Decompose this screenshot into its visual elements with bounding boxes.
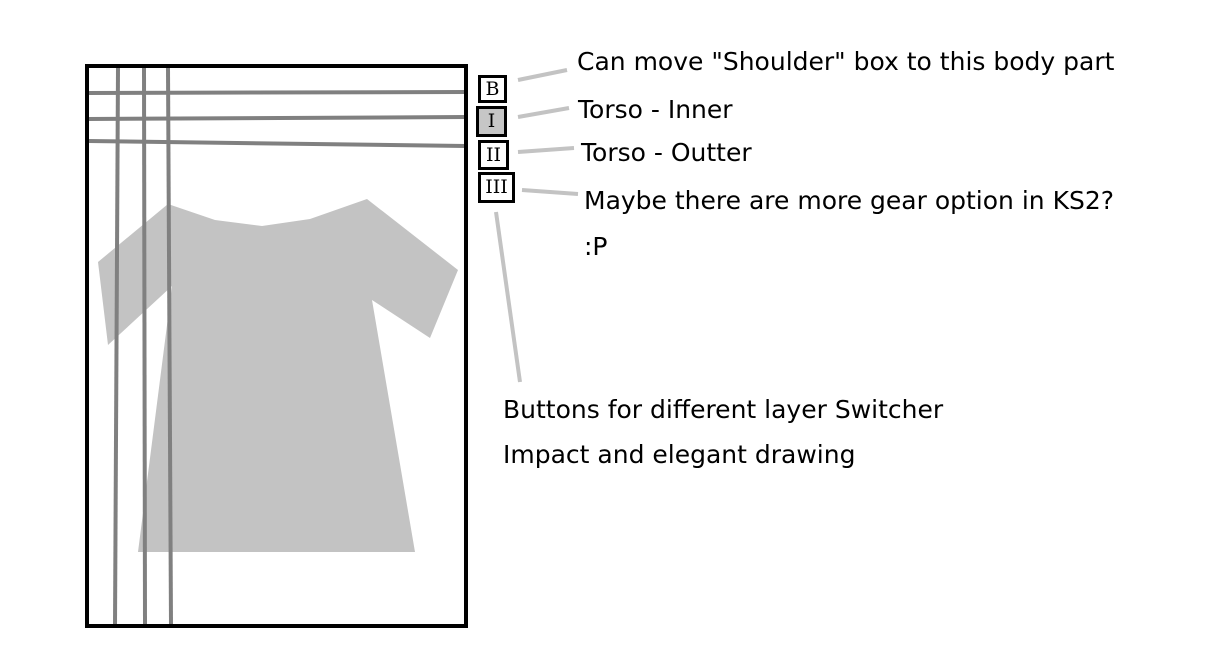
guide-line-vertical-1 (113, 67, 120, 626)
note-more-gear-line2: :P (584, 232, 608, 261)
guide-line-vertical-3 (166, 67, 173, 626)
guide-line-horizontal-2 (87, 115, 467, 121)
layer-button-b[interactable]: B (478, 75, 507, 103)
layer-button-i[interactable]: I (476, 106, 507, 137)
layer-button-ii-label: II (485, 143, 501, 166)
tshirt-icon (98, 199, 458, 552)
note-more-gear-line1: Maybe there are more gear option in KS2? (584, 186, 1115, 215)
layer-button-ii[interactable]: II (478, 140, 509, 170)
note-buttons-line1: Buttons for different layer Switcher (503, 395, 944, 424)
note-buttons-line2: Impact and elegant drawing (503, 440, 856, 469)
note-torso-inner: Torso - Inner (578, 95, 733, 124)
body-frame (85, 64, 468, 628)
leader-line-more-gear (521, 188, 579, 196)
guide-line-horizontal-3 (87, 139, 467, 148)
leader-line-shoulder (517, 68, 568, 82)
leader-line-torso-inner (517, 106, 570, 119)
layer-button-b-label: B (485, 77, 500, 100)
layer-button-iii[interactable]: III (478, 172, 515, 203)
layer-button-iii-label: III (485, 176, 508, 198)
note-torso-outer: Torso - Outter (581, 138, 752, 167)
note-shoulder: Can move "Shoulder" box to this body par… (577, 47, 1115, 76)
layer-button-i-label: I (487, 110, 496, 132)
guide-line-vertical-2 (142, 67, 147, 626)
guide-line-horizontal-1 (87, 90, 467, 95)
leader-line-buttons-note (494, 211, 522, 383)
leader-line-torso-outer (517, 146, 575, 154)
